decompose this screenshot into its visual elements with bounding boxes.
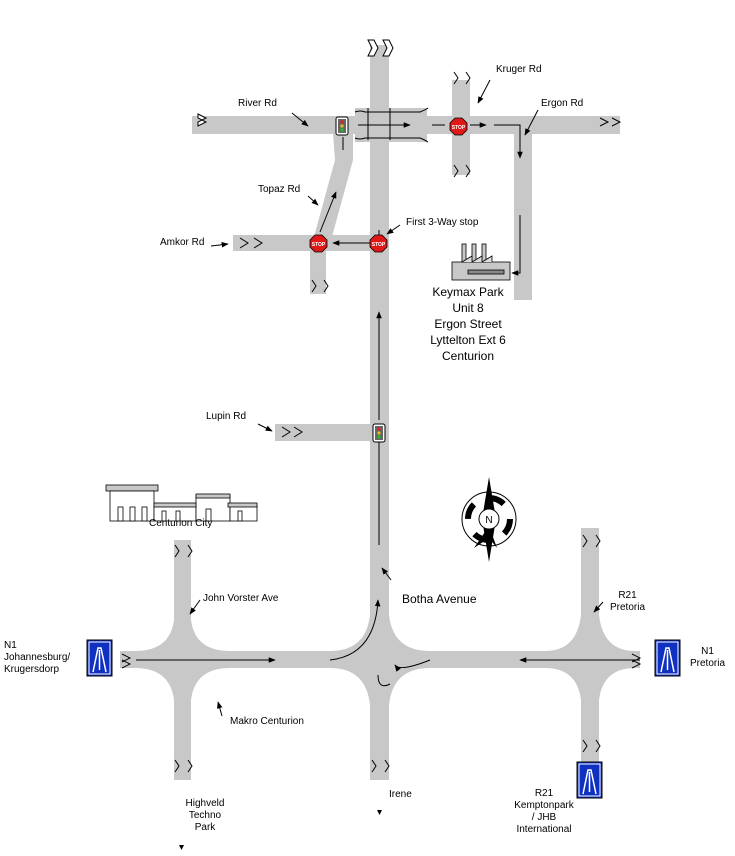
label-n1-pretoria: N1 Pretoria xyxy=(690,646,726,669)
stop-sign-text: STOP xyxy=(452,125,466,131)
label-amkor-rd: Amkor Rd xyxy=(160,237,205,248)
compass-north-label: N xyxy=(485,515,492,526)
traffic-light-lupin xyxy=(372,423,386,443)
stop-sign-botha: STOP xyxy=(369,234,388,253)
address-line: Ergon Street xyxy=(434,317,502,331)
address-line: Lyttelton Ext 6 xyxy=(430,333,506,347)
stop-sign-topaz: STOP xyxy=(309,234,328,253)
label-r21-kemptonpark: R21 Kemptonpark / JHB International xyxy=(514,788,574,835)
label-lupin-rd: Lupin Rd xyxy=(206,411,247,422)
direction-markers xyxy=(179,810,382,850)
stop-sign-text: STOP xyxy=(312,242,326,248)
road-topaz-diagonal xyxy=(312,133,353,244)
label-irene: Irene xyxy=(389,789,412,800)
label-highveld-techno-park: Highveld Techno Park xyxy=(185,798,225,833)
label-r21-pretoria: R21 Pretoria xyxy=(610,590,646,613)
stop-sign-text: STOP xyxy=(372,242,386,248)
label-topaz-rd: Topaz Rd xyxy=(258,184,301,195)
road-r21 xyxy=(581,528,599,763)
label-n1-johannesburg: N1 Johannesburg/ Krugersdorp xyxy=(4,640,71,675)
road-amkor-rd xyxy=(233,235,378,251)
road-lupin-rd xyxy=(275,424,380,441)
label-ergon-rd: Ergon Rd xyxy=(541,98,584,109)
label-first-stop: First 3-Way stop xyxy=(406,217,479,228)
label-john-vorster: John Vorster Ave xyxy=(203,593,279,604)
motorway-sign-n1-west xyxy=(86,639,113,677)
compass-icon: N xyxy=(461,477,517,562)
road-n1 xyxy=(120,651,640,668)
label-botha-avenue: Botha Avenue xyxy=(402,592,477,606)
bridge-lines xyxy=(354,107,429,143)
address-line: Keymax Park xyxy=(432,285,504,299)
route-arrows xyxy=(136,79,640,717)
motorway-sign-n1-east xyxy=(654,639,681,677)
motorway-sign-r21-south xyxy=(576,761,603,799)
address-line: Centurion xyxy=(441,349,495,363)
centurion-city-icon xyxy=(105,484,258,522)
label-centurion-city: Centurion City xyxy=(149,518,213,529)
road-ergon-rd xyxy=(514,125,532,300)
address-line: Unit 8 xyxy=(452,301,484,315)
destination-address: Keymax Park Unit 8 Ergon Street Lyttelto… xyxy=(418,284,518,364)
label-makro-centurion: Makro Centurion xyxy=(230,716,304,727)
road-topaz-rd xyxy=(310,242,326,294)
label-river-rd: River Rd xyxy=(238,98,277,109)
stop-sign-kruger: STOP xyxy=(449,117,468,136)
label-kruger-rd: Kruger Rd xyxy=(496,64,542,75)
road-breaks xyxy=(121,39,642,773)
factory-icon xyxy=(451,243,511,281)
traffic-light-river xyxy=(335,116,349,136)
